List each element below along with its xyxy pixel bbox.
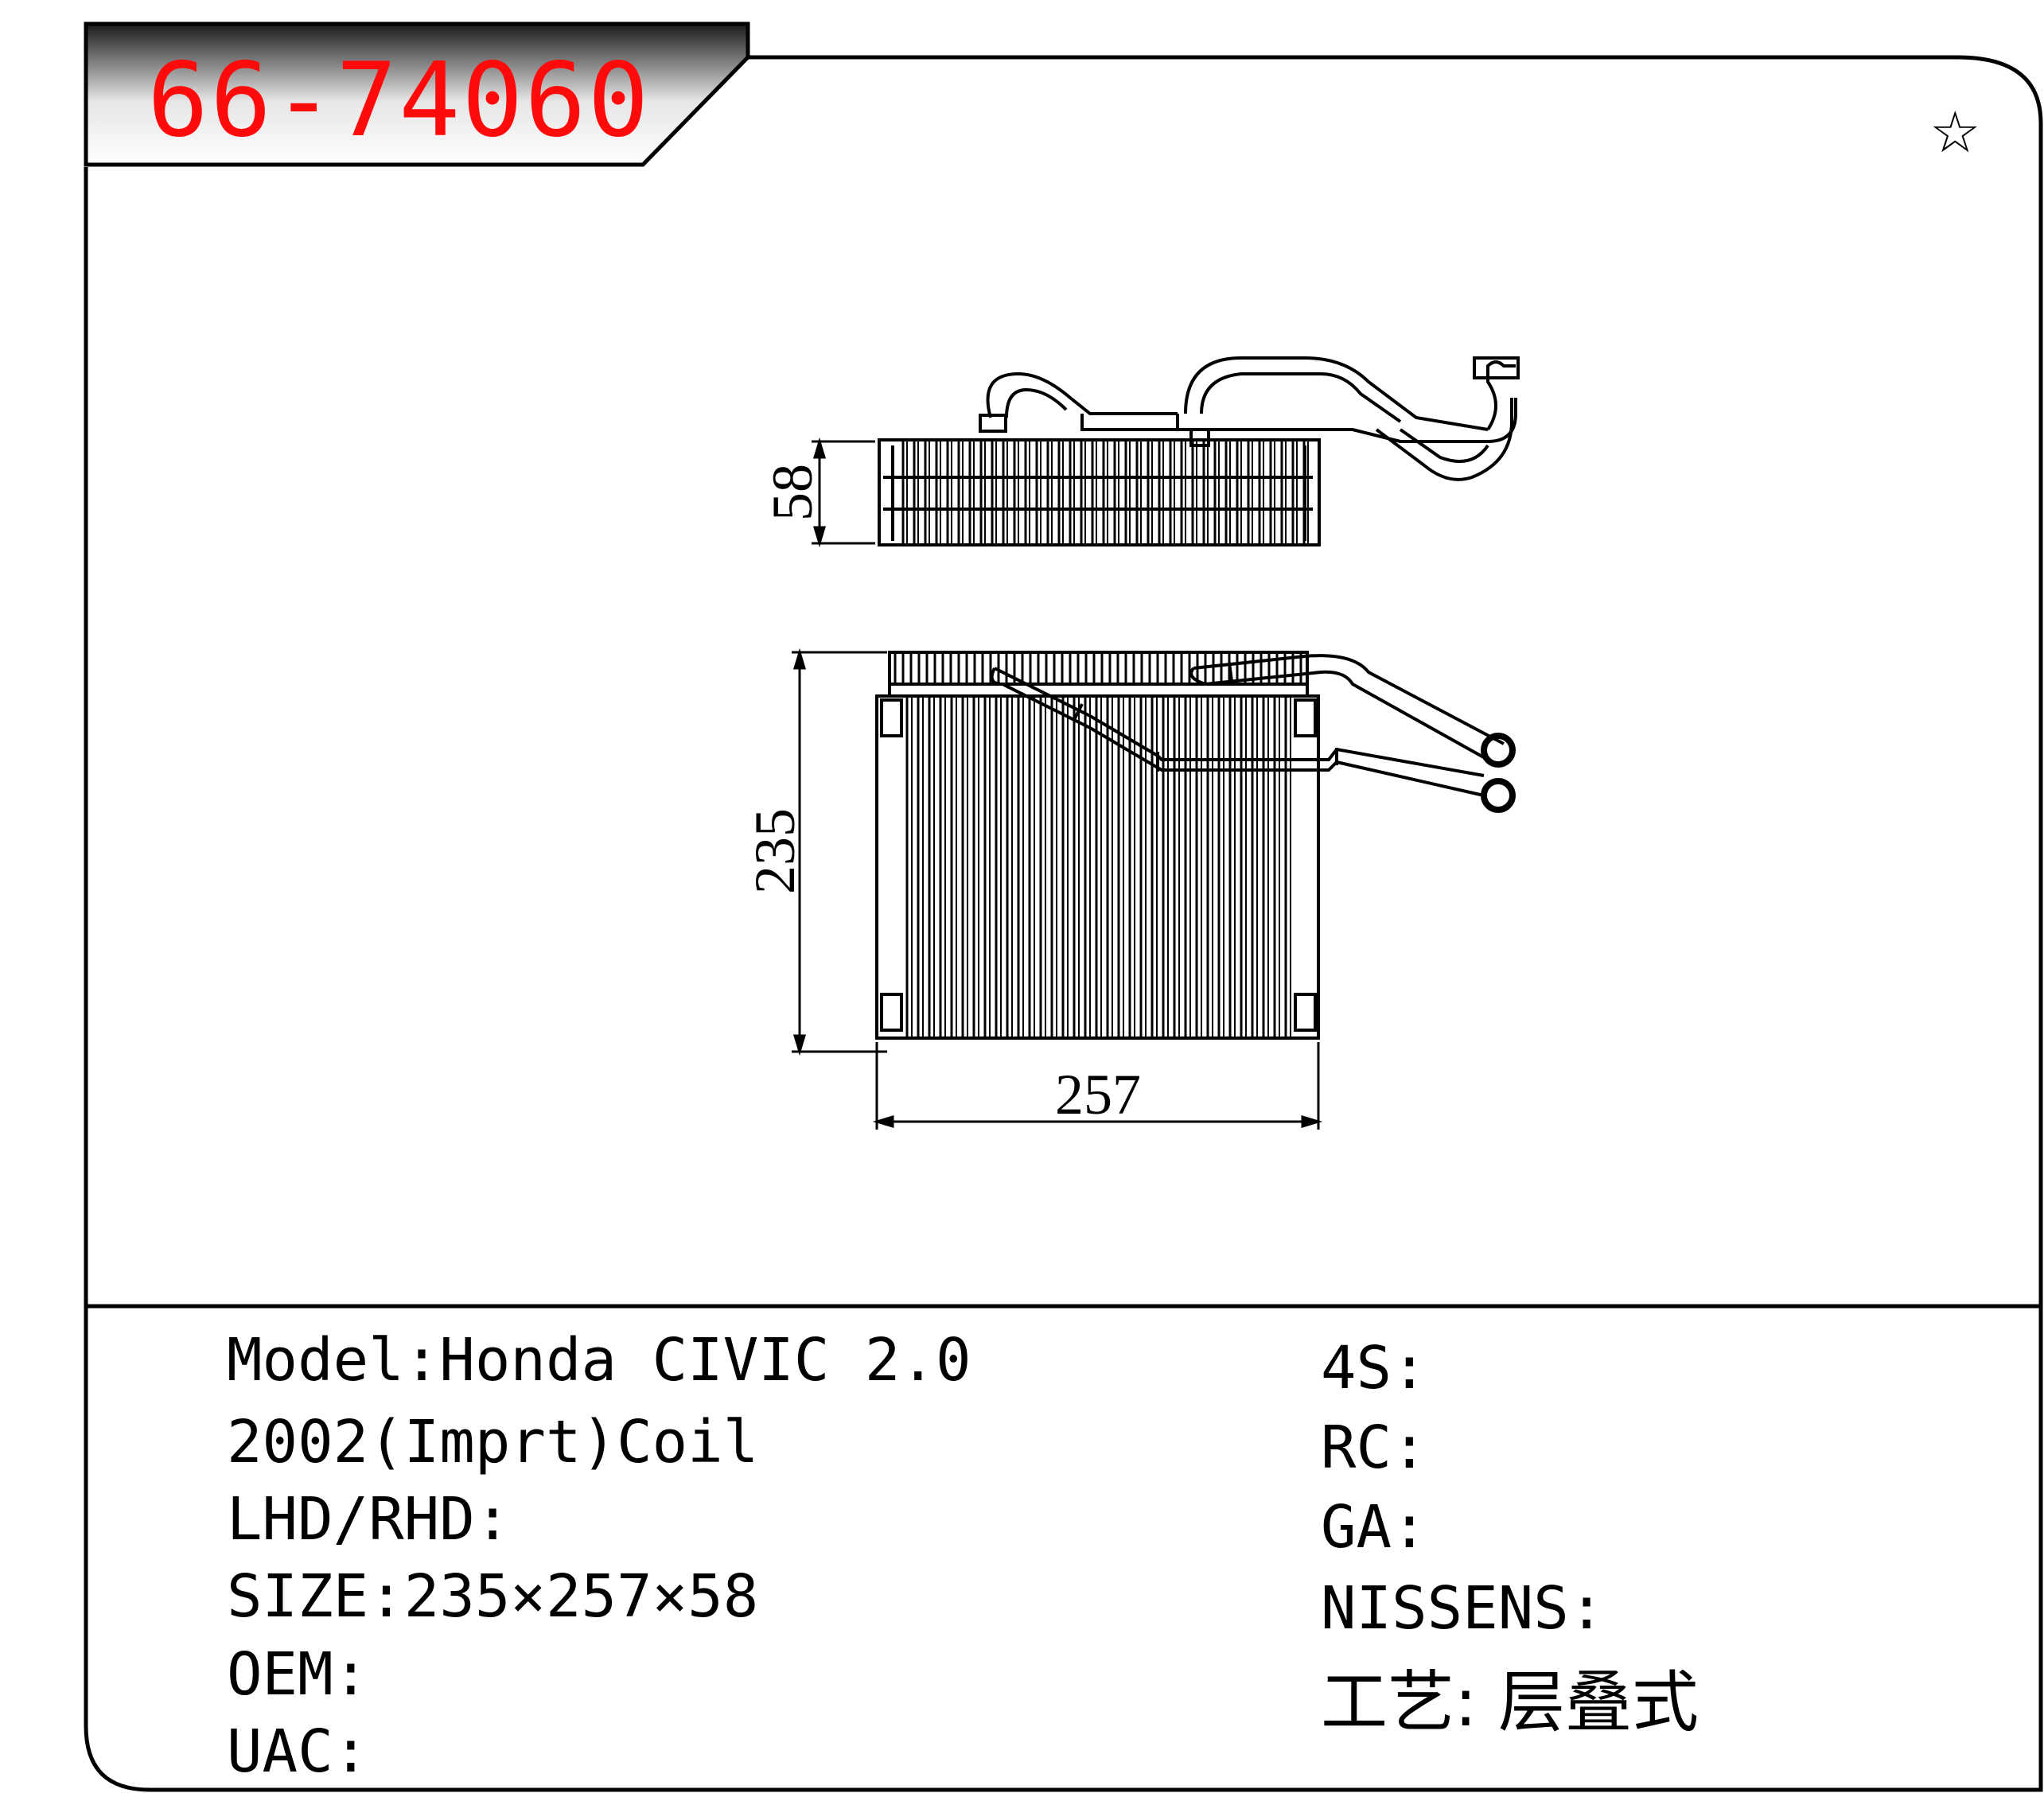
dimension-height	[792, 648, 887, 1056]
spec-4s: 4S:	[1321, 1334, 1427, 1402]
evaporator-front-view	[875, 651, 1516, 1040]
part-number-badge	[84, 21, 750, 167]
spec-process: 工艺: 层叠式	[1321, 1663, 1699, 1741]
spec-ga: GA:	[1321, 1493, 1427, 1562]
dimension-depth-label: 58	[761, 464, 824, 521]
part-number: 66-74060	[147, 41, 651, 160]
outer-border	[84, 55, 2043, 1792]
dimension-width-label: 257	[1055, 1063, 1141, 1126]
dimension-height-label: 235	[743, 808, 807, 894]
spec-nissens: NISSENS:	[1321, 1574, 1605, 1643]
star-icon: ☆	[1929, 99, 1981, 165]
dimension-width	[872, 1042, 1323, 1130]
spec-rc: RC:	[1321, 1414, 1427, 1482]
dimension-depth	[812, 437, 875, 548]
spec-oem: OEM:	[227, 1640, 369, 1709]
spec-model: Model:Honda CIVIC 2.0	[227, 1326, 971, 1394]
spec-size: SIZE:235×257×58	[227, 1562, 759, 1631]
evaporator-top-view	[878, 356, 1520, 546]
spec-lhd-rhd: LHD/RHD:	[227, 1485, 511, 1554]
spec-uac: UAC:	[227, 1717, 369, 1786]
spec-model-cont: 2002(Imprt)Coil	[227, 1408, 759, 1476]
